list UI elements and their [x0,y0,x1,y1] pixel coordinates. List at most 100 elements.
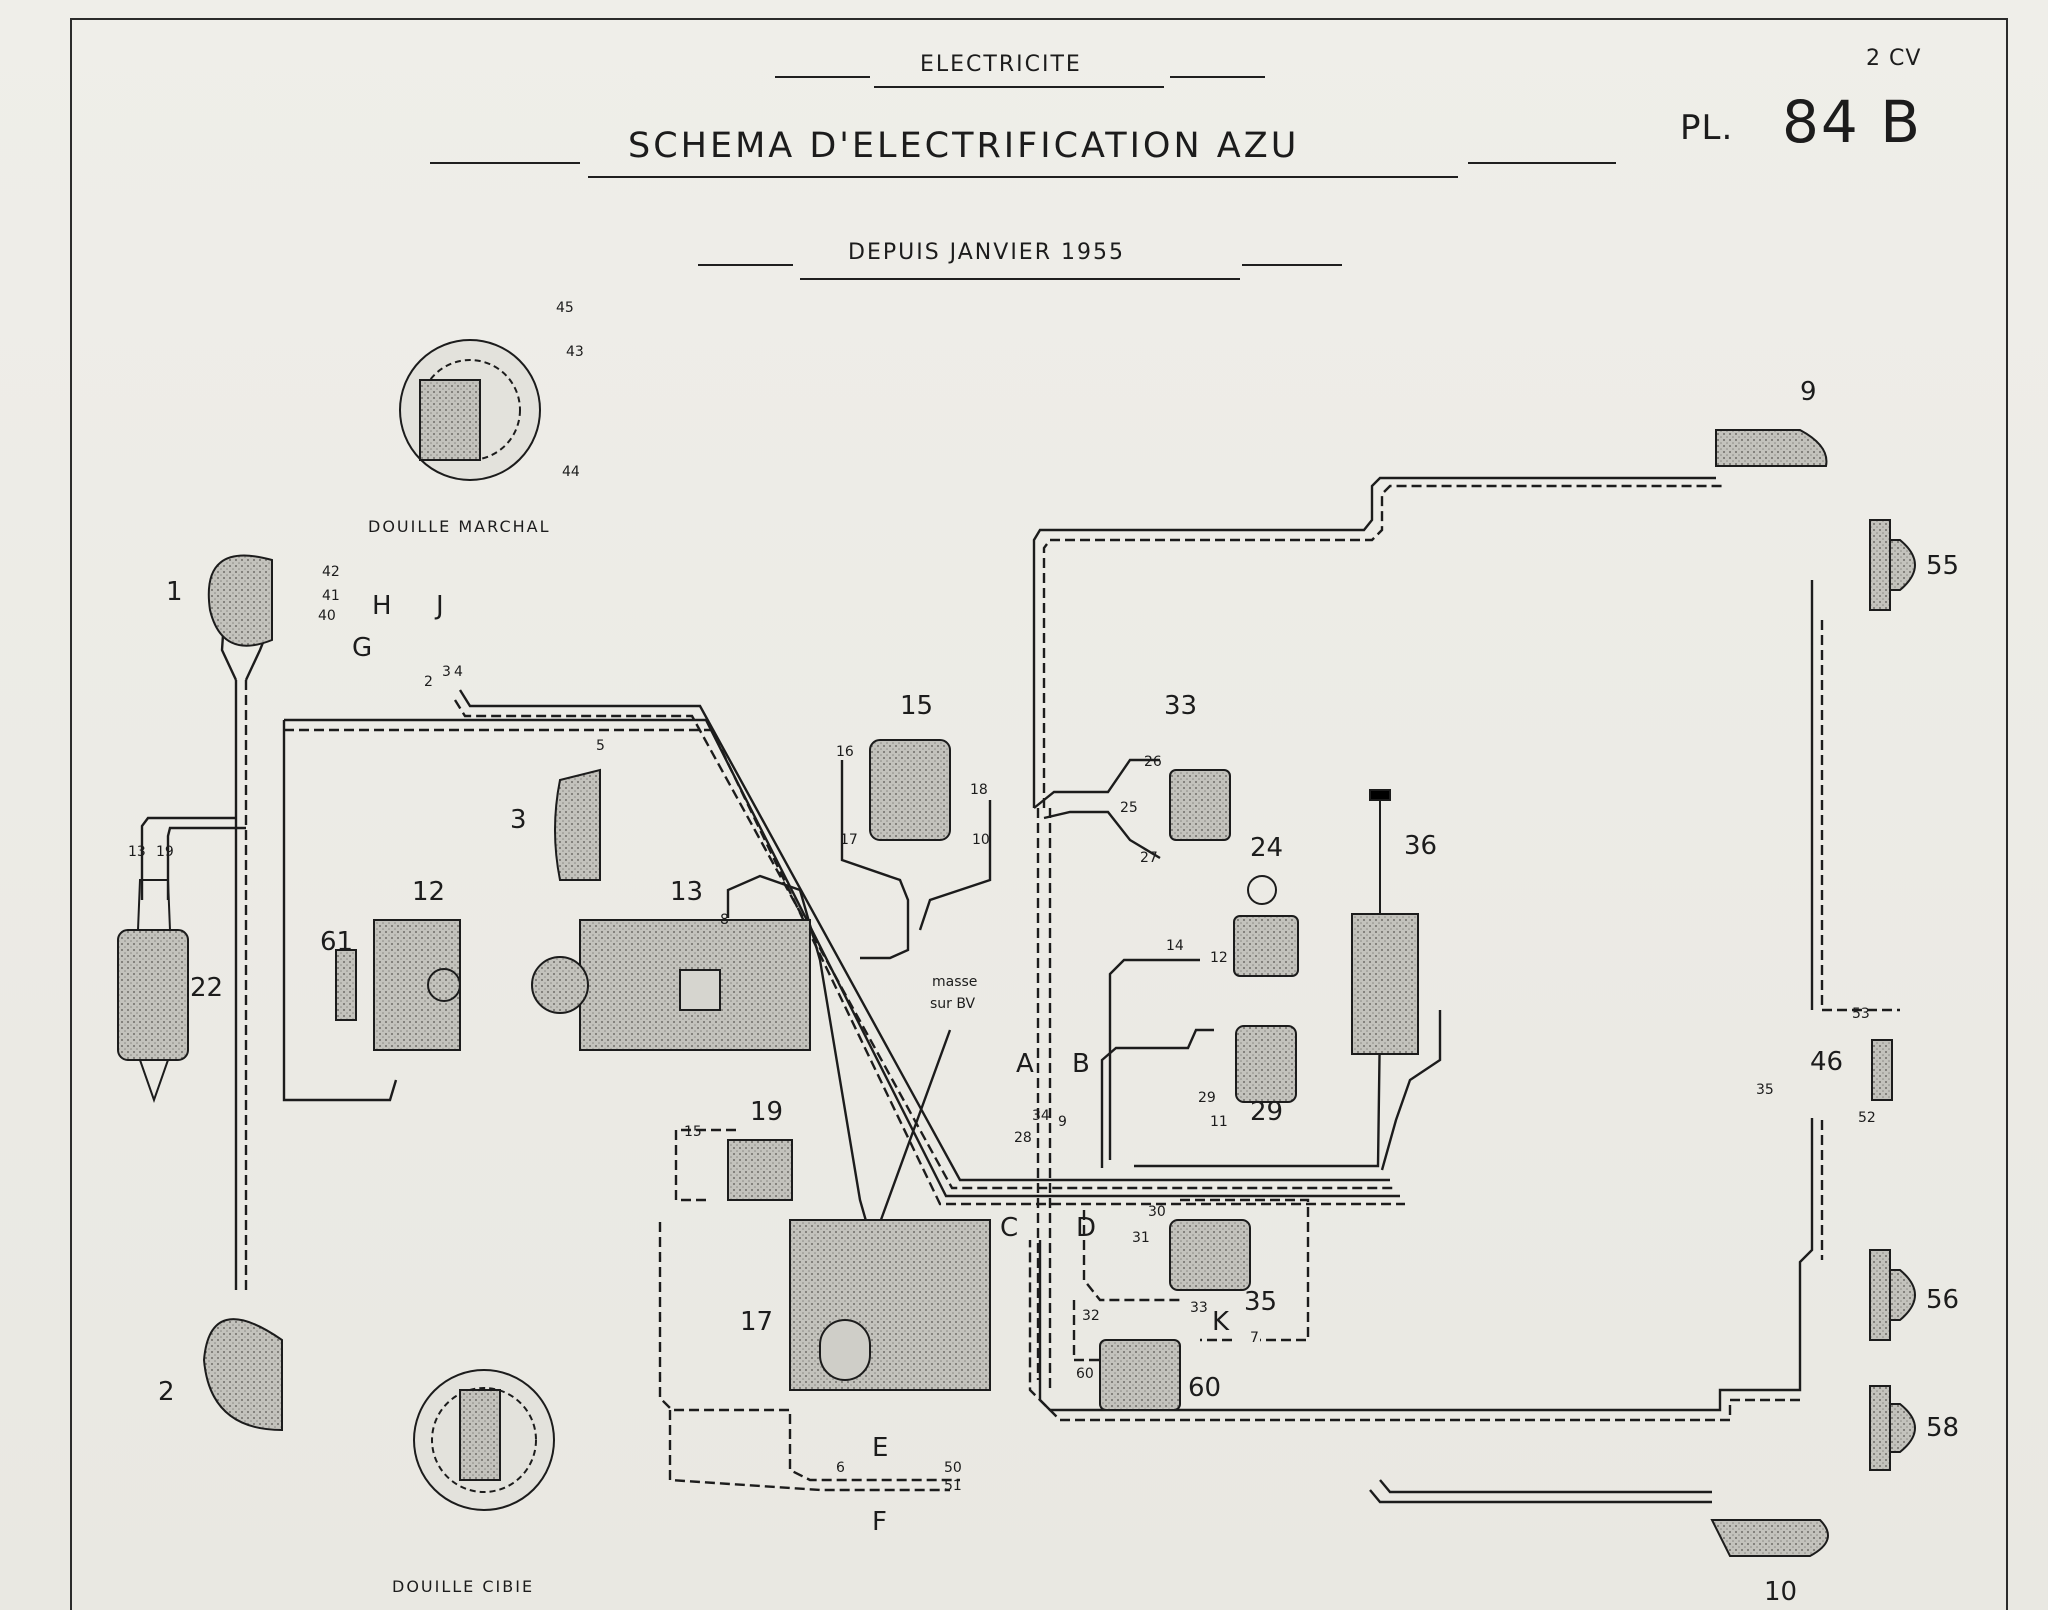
model-label: 2 CV [1866,46,1922,71]
wire-35-box [1180,1198,1310,1342]
frame-left [70,18,72,1610]
wire-35-60 [1072,1210,1232,1362]
headlamp-1 [207,554,273,647]
label-wire-9: 9 [1058,1114,1067,1130]
label-wire-43: 43 [566,344,584,360]
label-wire-10: 10 [972,832,990,848]
label-wire-40: 40 [318,608,336,624]
rule-title-right [1468,162,1616,164]
label-wire-44: 44 [562,464,580,480]
label-wire-32: 32 [1082,1308,1100,1324]
component-46 [1871,1039,1893,1101]
plate-prefix: PL. [1680,108,1734,148]
rule-date-left [698,264,793,266]
label-connector-J: J [434,591,444,621]
label-connector-E: E [872,1433,888,1463]
label-wire-51: 51 [944,1478,962,1494]
label-wire-5: 5 [596,738,605,754]
label-wire-53: 53 [1852,1006,1870,1022]
label-connector-K: K [1212,1307,1230,1337]
label-wire-6: 6 [836,1460,845,1476]
rule-date-right [1242,264,1342,266]
caption-douille-cibie: DOUILLE CIBIE [392,1577,534,1596]
label-component-13: 13 [670,877,703,907]
label-wire-52: 52 [1858,1110,1876,1126]
label-wire-18: 18 [970,782,988,798]
label-connector-F: F [872,1507,887,1537]
component-36 [1351,913,1419,1055]
label-wire-2: 2 [424,674,433,690]
label-wire-11: 11 [1210,1114,1228,1130]
wire-labels: 2 3 4 5 6 7 8 9 10 11 12 13 14 15 16 17 … [128,300,1876,1494]
rule-title-under [588,176,1458,178]
section-title: ELECTRICITE [920,52,1082,77]
date-subtitle: DEPUIS JANVIER 1955 [848,240,1125,265]
main-loom-d [284,728,1405,1206]
component-19 [727,1139,793,1201]
component-33 [1169,769,1231,841]
label-wire-42: 42 [322,564,340,580]
label-wire-35: 35 [1756,1082,1774,1098]
label-wire-8: 8 [720,912,729,928]
label-component-19: 19 [750,1097,783,1127]
caption-douille-marchal: DOUILLE MARCHAL [368,517,551,536]
label-wire-34: 34 [1032,1108,1050,1124]
rule-sec-left [775,76,870,78]
label-wire-31: 31 [1132,1230,1150,1246]
label-component-3: 3 [510,805,527,835]
coil-22 [117,929,189,1061]
label-component-1: 1 [166,577,183,607]
main-loom-c [284,718,1400,1198]
label-component-46: 46 [1810,1047,1843,1077]
caption-sur-bv: sur BV [930,996,976,1012]
label-wire-28: 28 [1014,1130,1032,1146]
wire-to-lamp9-b [1042,484,1724,808]
wire-center-vertical [1036,808,1052,1390]
label-connector-H: H [372,591,392,621]
headlamp-2 [202,1318,283,1432]
component-24 [1233,915,1299,977]
main-loom-b [453,699,1395,1190]
label-wire-41: 41 [322,588,340,604]
frame-top [70,18,2008,20]
wire-regulator15 [840,760,992,960]
label-wire-27: 27 [1140,850,1158,866]
rule-title-left [430,162,580,164]
label-component-24: 24 [1250,833,1283,863]
page-title: SCHEMA D'ELECTRIFICATION AZU [628,126,1300,166]
regulator-15 [869,739,951,841]
label-component-17: 17 [740,1307,773,1337]
captions: DOUILLE MARCHAL DOUILLE CIBIE masse sur … [368,517,977,1596]
wiring-harness [140,476,1900,1504]
wire-right-main [1038,580,1814,1412]
component-29 [1235,1025,1297,1103]
label-wire-19: 19 [156,844,174,860]
label-wire-14: 14 [1166,938,1184,954]
wire-ef-loop [658,1222,960,1492]
label-component-12: 12 [412,877,445,907]
label-wire-29: 29 [1198,1090,1216,1106]
wire-to-lamp9-a [1032,476,1716,808]
coil22-loop [140,816,246,900]
wire-to-33 [1033,758,1161,860]
wire-starter19 [674,1128,736,1202]
component-61 [335,949,357,1021]
label-wire-4: 4 [454,664,463,680]
label-connector-G: G [352,633,372,663]
label-wire-33: 33 [1190,1300,1208,1316]
lamp-10 [1710,1519,1829,1557]
label-wire-16: 16 [836,744,854,760]
rule-sec-right [1170,76,1265,78]
label-component-55: 55 [1926,551,1959,581]
label-wire-3: 3 [442,664,451,680]
wire-right-52-53 [1820,620,1900,1260]
components [117,339,1916,1557]
label-component-15: 15 [900,691,933,721]
main-loom-a [458,689,1390,1182]
lamp-55 [1869,519,1916,611]
label-component-22: 22 [190,973,223,1003]
component-35 [1169,1219,1251,1291]
wire-to-24 [1108,958,1200,1160]
